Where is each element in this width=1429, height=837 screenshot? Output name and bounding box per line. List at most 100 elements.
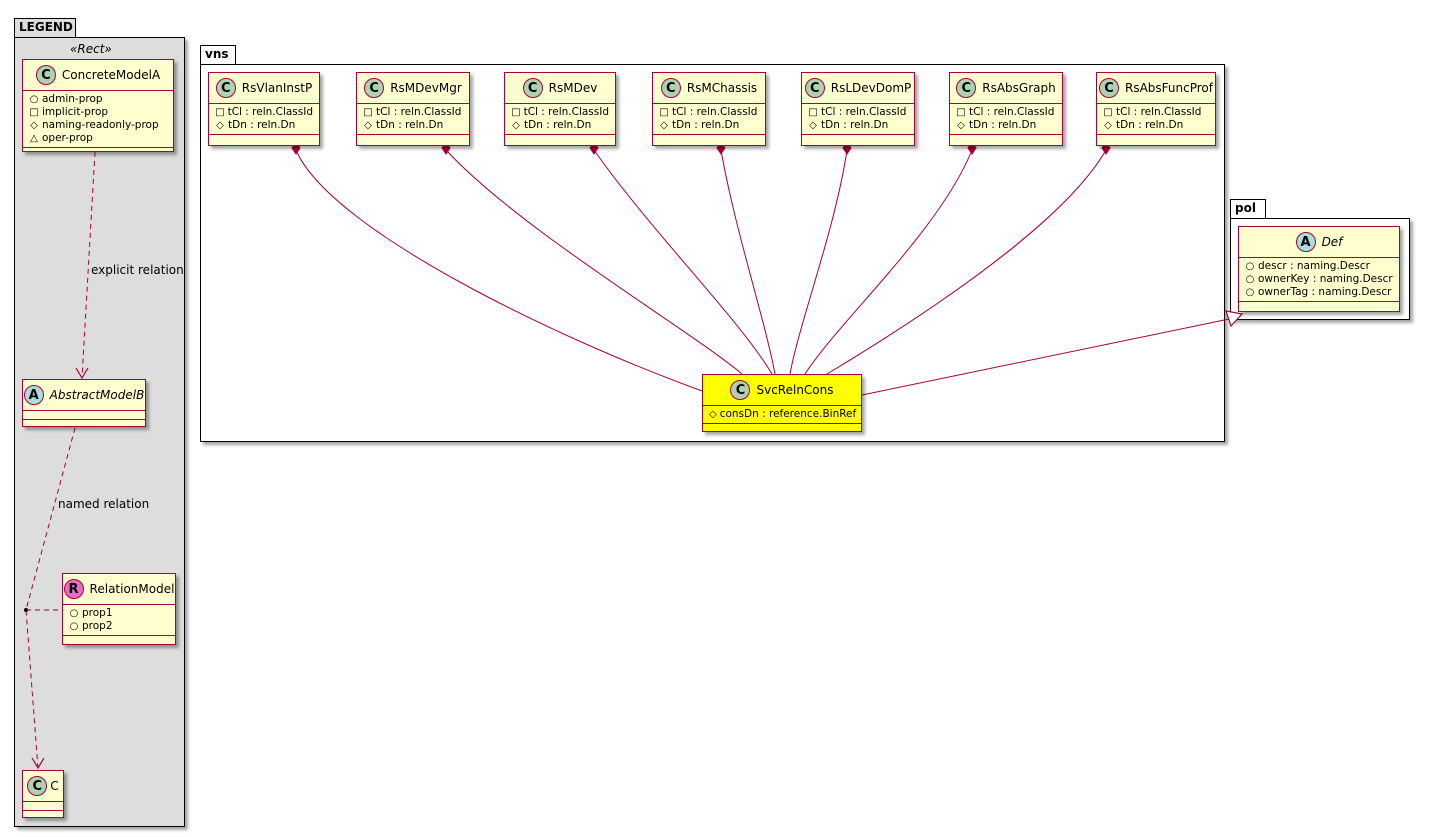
class-name: RelationModel	[89, 582, 175, 596]
private-visibility-icon: □	[659, 107, 669, 118]
legend-package-tab: LEGEND	[14, 18, 76, 38]
abstract-model-class[interactable]: A AbstractModelB	[22, 379, 146, 427]
class-badge-icon: C	[215, 78, 236, 98]
c-class[interactable]: C C	[22, 770, 64, 818]
attribute: tCl : reln.ClassId	[821, 106, 907, 118]
public-visibility-icon: ○	[1245, 261, 1255, 272]
attribute-list: ◇consDn : reference.BinRef	[703, 406, 861, 424]
protected-visibility-icon: ◇	[809, 120, 817, 131]
relation-model-class[interactable]: R RelationModel ○prop1 ○prop2	[62, 573, 176, 645]
private-visibility-icon: □	[956, 107, 966, 118]
attribute: descr : naming.Descr	[1258, 260, 1370, 272]
concrete-model-class[interactable]: C ConcreteModelA ○admin-prop □implicit-p…	[22, 59, 174, 152]
attribute-list: ○descr : naming.Descr ○ownerKey : naming…	[1239, 258, 1399, 302]
attribute: tDn : reln.Dn	[228, 119, 296, 131]
private-visibility-icon: □	[808, 107, 818, 118]
private-visibility-icon: □	[363, 107, 373, 118]
attribute: admin-prop	[42, 93, 103, 105]
class-name: RsMDevMgr	[390, 81, 462, 95]
class-badge-icon: C	[364, 78, 385, 98]
explicit-relation-label: explicit relation	[91, 263, 184, 277]
attribute: tDn : reln.Dn	[969, 119, 1037, 131]
relation-badge-icon: R	[63, 579, 84, 599]
private-visibility-icon: □	[1103, 107, 1113, 118]
rs-abs-graph-class[interactable]: C RsAbsGraph □tCl : reln.ClassId ◇ tDn : r…	[949, 72, 1063, 146]
named-relation-label: named relation	[58, 497, 150, 511]
attribute: ownerKey : naming.Descr	[1258, 273, 1393, 285]
class-badge-icon: C	[660, 78, 681, 98]
protected-visibility-icon: ◇	[30, 120, 38, 131]
class-name: AbstractModelB	[49, 388, 145, 402]
attribute: tCl : reln.ClassId	[523, 106, 609, 118]
class-badge-icon: C	[522, 78, 543, 98]
attribute: tDn : reln.Dn	[672, 119, 740, 131]
class-name: ConcreteModelA	[61, 68, 161, 82]
pol-package-tab: pol	[1230, 199, 1266, 219]
vns-package-name: vns	[205, 47, 229, 61]
class-badge-icon: C	[27, 776, 48, 796]
rs-abs-func-prof-class[interactable]: C RsAbsFuncProf □tCl : reln.ClassId ◇ tDn …	[1096, 72, 1216, 146]
class-badge-icon: C	[35, 65, 56, 85]
private-visibility-icon: □	[215, 107, 225, 118]
public-visibility-icon: ○	[1245, 287, 1255, 298]
class-badge-icon: C	[730, 380, 751, 400]
attribute: tCl : reln.ClassId	[672, 106, 758, 118]
rs-m-chassis-class[interactable]: C RsMChassis □tCl : reln.ClassId ◇ tDn : r…	[652, 72, 766, 146]
protected-visibility-icon: ◇	[1104, 120, 1112, 131]
legend-package-name: LEGEND	[19, 20, 73, 34]
public-visibility-icon: ○	[69, 608, 79, 619]
attribute-list: □tCl : reln.ClassId ◇ tDn : reln.Dn	[357, 104, 469, 135]
class-name: RsAbsFuncProf	[1125, 81, 1213, 95]
class-badge-icon: C	[1099, 78, 1119, 98]
class-name: Def	[1321, 235, 1343, 249]
protected-visibility-icon: ◇	[957, 120, 965, 131]
class-name: C	[50, 779, 59, 793]
attribute: implicit-prop	[42, 106, 109, 118]
abstract-badge-icon: A	[23, 385, 44, 405]
attribute: naming-readonly-prop	[42, 119, 159, 131]
private-visibility-icon: □	[29, 107, 39, 118]
class-name: RsMDev	[548, 81, 598, 95]
pol-package-name: pol	[1235, 201, 1256, 215]
rs-l-dev-dom-p-class[interactable]: C RsLDevDomP □tCl : reln.ClassId ◇ tDn : r…	[801, 72, 915, 146]
vns-package-tab: vns	[200, 45, 236, 65]
class-badge-icon: C	[804, 78, 825, 98]
rs-m-dev-mgr-class[interactable]: C RsMDevMgr □tCl : reln.ClassId ◇ tDn : re…	[356, 72, 470, 146]
attribute: tDn : reln.Dn	[376, 119, 444, 131]
attribute-list: □tCl : reln.ClassId ◇ tDn : reln.Dn	[653, 104, 765, 135]
package-visibility-icon: △	[30, 133, 38, 144]
attribute: tCl : reln.ClassId	[1116, 106, 1202, 118]
class-badge-icon: C	[956, 78, 977, 98]
attribute-list: □tCl : reln.ClassId ◇tDn : reln.Dn	[209, 104, 319, 135]
attribute-list: ○prop1 ○prop2	[63, 605, 175, 636]
attribute: tCl : reln.ClassId	[969, 106, 1055, 118]
protected-visibility-icon: ◇	[512, 120, 520, 131]
attribute: tDn : reln.Dn	[524, 119, 592, 131]
attribute: tDn : reln.Dn	[1116, 119, 1184, 131]
attribute-list: □tCl : reln.ClassId ◇ tDn : reln.Dn	[1097, 104, 1215, 135]
class-name: RsAbsGraph	[982, 81, 1056, 95]
class-name: RsMChassis	[686, 81, 758, 95]
attribute-list: □tCl : reln.ClassId ◇ tDn : reln.Dn	[802, 104, 914, 135]
attribute-list: □tCl : reln.ClassId ◇ tDn : reln.Dn	[950, 104, 1062, 135]
class-name: RsVlanInstP	[241, 81, 313, 95]
legend-stereotype: «Rect»	[70, 42, 112, 56]
protected-visibility-icon: ◇	[364, 120, 372, 131]
public-visibility-icon: ○	[69, 621, 79, 632]
class-name: RsLDevDomP	[830, 81, 912, 95]
attribute-list: ○admin-prop □implicit-prop ◇naming-reado…	[23, 91, 173, 148]
public-visibility-icon: ○	[1245, 274, 1255, 285]
protected-visibility-icon: ◇	[216, 120, 224, 131]
attribute: oper-prop	[42, 132, 93, 144]
attribute-list: □tCl : reln.ClassId ◇tDn : reln.Dn	[505, 104, 615, 135]
protected-visibility-icon: ◇	[660, 120, 668, 131]
attribute: ownerTag : naming.Descr	[1258, 286, 1392, 298]
abstract-badge-icon: A	[1295, 232, 1316, 252]
attribute: consDn : reference.BinRef	[719, 408, 857, 420]
attribute: tDn : reln.Dn	[821, 119, 889, 131]
attribute: tCl : reln.ClassId	[376, 106, 462, 118]
